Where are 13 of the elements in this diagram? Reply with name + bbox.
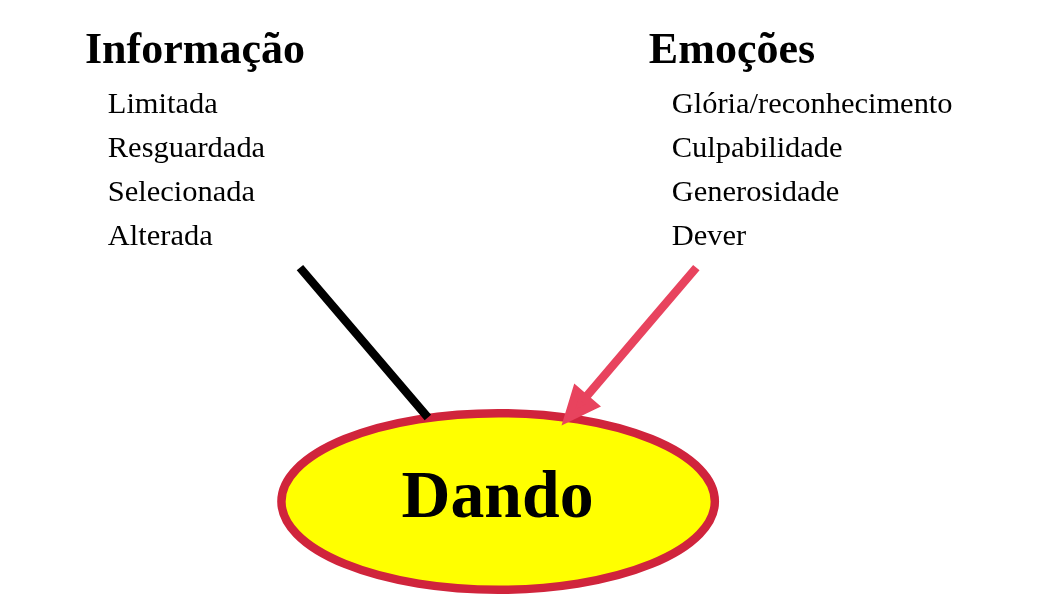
node-text: Emoções — [648, 23, 815, 73]
node-ellipse: Dando — [276, 408, 719, 594]
connector — [296, 264, 431, 421]
arrow — [561, 264, 700, 426]
node-label: Glória/reconhecimento — [671, 85, 953, 120]
node-label: Resguardada — [107, 129, 265, 164]
node-label: Generosidade — [671, 174, 839, 209]
node-label: Selecionada — [107, 174, 255, 209]
node-label: Limitada — [107, 85, 218, 120]
node-label: Alterada — [107, 218, 213, 253]
node-label: Culpabilidade — [671, 129, 843, 164]
node-label: Dever — [671, 218, 746, 253]
node-text: Informação — [84, 23, 305, 73]
